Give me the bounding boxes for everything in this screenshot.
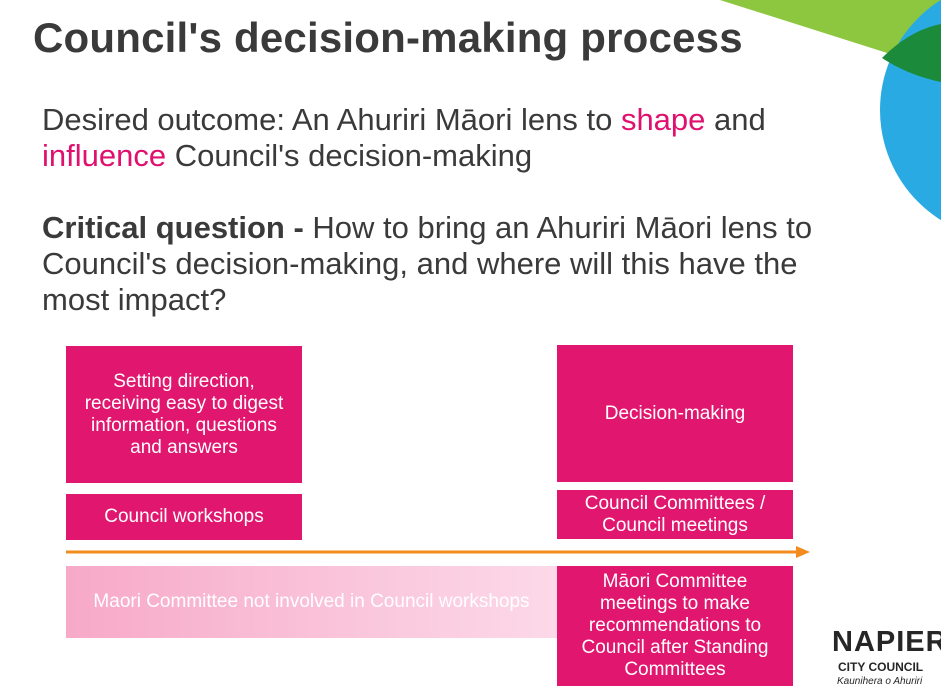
- napier-logo: NAPIER CITY COUNCIL Kaunihera o Ahuriri: [832, 626, 941, 690]
- timeline-arrowhead: [796, 546, 810, 558]
- desired-outcome-post: Council's decision-making: [166, 138, 533, 173]
- arrow-right-icon: [66, 546, 810, 558]
- logo-name: NAPIER: [832, 626, 941, 658]
- critical-question-label: Critical question -: [42, 210, 313, 245]
- decision-making-box: Decision-making: [557, 345, 793, 482]
- not-involved-box: Maori Committee not involved in Council …: [66, 566, 557, 638]
- council-workshops-box: Council workshops: [66, 494, 302, 540]
- dark-green-leaf-shape: [882, 24, 941, 82]
- desired-outcome: Desired outcome: An Ahuriri Māori lens t…: [42, 102, 862, 174]
- desired-outcome-mid: and: [705, 102, 766, 137]
- setting-direction-box: Setting direction, receiving easy to dig…: [66, 346, 302, 483]
- logo-subtitle: Kaunihera o Ahuriri: [837, 676, 923, 687]
- critical-question-text: How to bring an Ahuriri Māori lens to Co…: [42, 210, 813, 317]
- influence-highlight: influence: [42, 138, 167, 173]
- desired-outcome-pre: Desired outcome: An Ahuriri Māori lens t…: [42, 102, 621, 137]
- logo-city: CITY COUNCIL: [838, 660, 924, 674]
- shape-highlight: shape: [620, 102, 706, 137]
- council-committees-box: Council Committees / Council meetings: [557, 490, 793, 539]
- critical-question: Critical question - How to bring an Ahur…: [42, 210, 862, 318]
- maori-committee-box: Māori Committee meetings to make recomme…: [557, 566, 793, 686]
- green-stripe-shape: [720, 0, 941, 70]
- slide-title: Council's decision-making process: [33, 14, 743, 61]
